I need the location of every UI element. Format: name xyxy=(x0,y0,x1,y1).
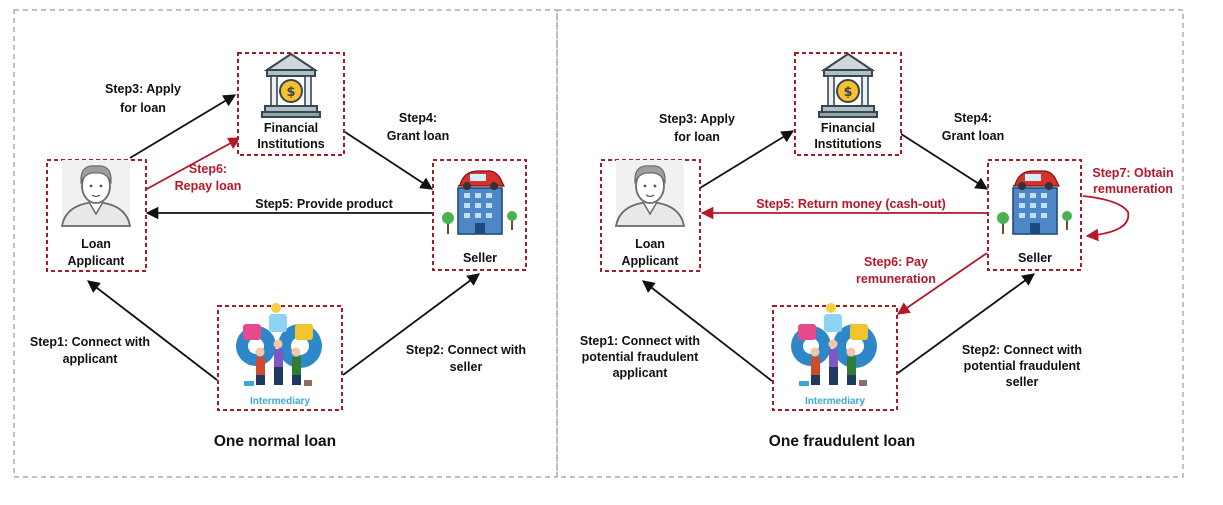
step-label: potential fraudulent xyxy=(964,359,1082,373)
step-label: Step1: Connect with xyxy=(580,334,700,348)
node-label: Intermediary xyxy=(250,396,310,407)
node-label-line1: Loan xyxy=(635,237,665,251)
node-label: Intermediary xyxy=(805,396,865,407)
step-label: applicant xyxy=(63,352,119,366)
node-label-line2: Institutions xyxy=(257,137,324,151)
financial-institutions-node: Financial Institutions xyxy=(794,52,902,156)
step-label: Grant loan xyxy=(387,129,450,143)
arrow-connect-seller xyxy=(897,273,1036,374)
arrow-apply-loan xyxy=(129,94,237,159)
panel-border xyxy=(13,9,558,478)
step-label: seller xyxy=(450,360,483,374)
step-label-red: Repay loan xyxy=(175,179,242,193)
arrow-connect-seller xyxy=(342,273,481,376)
step-label-red: remuneration xyxy=(1093,182,1173,196)
person-avatar-icon xyxy=(61,159,131,227)
node-label: Seller xyxy=(463,251,497,265)
node-label-line1: Financial xyxy=(264,121,318,135)
step-label-red: Step6: Pay xyxy=(864,255,928,269)
person-avatar-icon xyxy=(615,159,685,227)
loan-applicant-node: Loan Applicant xyxy=(46,159,147,272)
panel-normal-loan: Financial Institutions Loan Applicant Se… xyxy=(13,9,558,478)
step-label: Step3: Apply xyxy=(659,112,735,126)
arrow-connect-applicant xyxy=(87,280,218,381)
step-label: Step2: Connect with xyxy=(962,343,1082,357)
arrow-repay-loan xyxy=(144,137,242,191)
step-label: Grant loan xyxy=(942,129,1005,143)
node-label: Seller xyxy=(1018,251,1052,265)
step-label: applicant xyxy=(613,366,669,380)
step-label: Step2: Connect with xyxy=(406,343,526,357)
arrow-grant-loan xyxy=(344,131,434,190)
arrow-pay-remuneration xyxy=(896,252,988,315)
node-label-line1: Financial xyxy=(821,121,875,135)
step-label: Step4: xyxy=(954,111,992,125)
step-label: for loan xyxy=(120,101,166,115)
node-label-line1: Loan xyxy=(81,237,111,251)
panel-caption: One fraudulent loan xyxy=(769,433,915,450)
step-label: for loan xyxy=(674,130,720,144)
step-label: potential fraudulent xyxy=(582,350,700,364)
node-label-line2: Applicant xyxy=(622,254,680,268)
step-label: Step1: Connect with xyxy=(30,335,150,349)
arrow-obtain-remuneration xyxy=(1082,195,1130,242)
arrow-apply-loan xyxy=(699,130,795,189)
step-label-red: Step5: Return money (cash-out) xyxy=(756,197,946,211)
step-label: Step4: xyxy=(399,111,437,125)
node-label-line2: Applicant xyxy=(68,254,126,268)
loan-applicant-node: Loan Applicant xyxy=(600,159,701,272)
arrow-connect-applicant xyxy=(642,280,773,382)
intermediary-node: Intermediary xyxy=(772,303,898,411)
seller-node: Seller xyxy=(432,159,527,271)
panel-caption: One normal loan xyxy=(214,433,336,450)
arrow-grant-loan xyxy=(897,131,989,190)
step-label-red: remuneration xyxy=(856,272,936,286)
intermediary-node: Intermediary xyxy=(217,303,343,411)
step-label: seller xyxy=(1006,375,1039,389)
step-label-red: Step6: xyxy=(189,162,227,176)
panel-fraudulent-loan: Financial Institutions Loan Applicant Se… xyxy=(556,9,1184,478)
step-label-red: Step7: Obtain xyxy=(1092,166,1173,180)
node-label-line2: Institutions xyxy=(814,137,881,151)
step-label: Step3: Apply xyxy=(105,82,181,96)
step-label: Step5: Provide product xyxy=(255,197,393,211)
seller-node: Seller xyxy=(987,159,1082,271)
panel-border xyxy=(556,9,1184,478)
financial-institutions-node: Financial Institutions xyxy=(237,52,345,156)
